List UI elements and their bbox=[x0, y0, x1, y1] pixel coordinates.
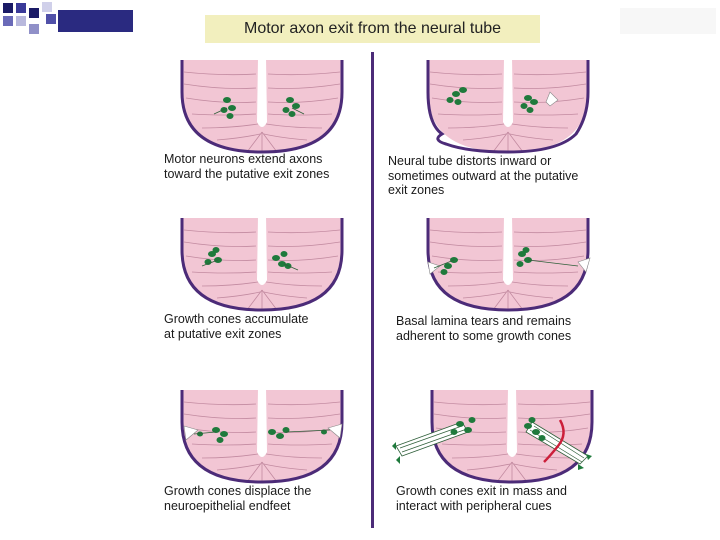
caption-line: Neural tube distorts inward or bbox=[388, 154, 552, 168]
neural-tube bbox=[180, 58, 344, 154]
title-banner: Motor axon exit from the neural tube bbox=[205, 15, 540, 43]
axons bbox=[201, 259, 299, 271]
neural-tube bbox=[430, 388, 594, 484]
caption-line: interact with peripheral cues bbox=[396, 498, 552, 513]
neural-tube-diagram-6 bbox=[392, 388, 594, 484]
caption-line: Growth cones accumulate bbox=[164, 312, 309, 326]
growth-cones bbox=[450, 417, 546, 441]
motor-neurons bbox=[220, 97, 300, 119]
caption-line: Motor neurons extend axons bbox=[164, 152, 323, 166]
neural-tube-diagram-2 bbox=[426, 58, 590, 154]
neural-tube bbox=[180, 216, 344, 312]
neural-tube-diagram-5 bbox=[180, 388, 344, 484]
caption-line: sometimes outward at the putative bbox=[388, 168, 579, 183]
caption-3: Growth cones accumulate at putative exit… bbox=[164, 312, 309, 341]
neural-tube bbox=[426, 216, 591, 312]
corner-box bbox=[620, 8, 716, 34]
column-divider bbox=[371, 52, 374, 528]
axons bbox=[193, 429, 331, 435]
caption-5: Growth cones displace the neuroepithelia… bbox=[164, 484, 311, 513]
caption-2: Neural tube distorts inward or sometimes… bbox=[388, 154, 578, 198]
caption-line: Growth cones displace the bbox=[164, 484, 312, 498]
neural-tube-diagram-3 bbox=[180, 216, 344, 312]
axons bbox=[433, 259, 579, 269]
peripheral-cue bbox=[543, 419, 565, 463]
neural-tube bbox=[180, 388, 344, 484]
caption-line: Basal lamina tears and remains bbox=[396, 314, 572, 328]
caption-line: adherent to some growth cones bbox=[396, 328, 572, 343]
axons bbox=[213, 107, 305, 115]
caption-4: Basal lamina tears and remains adherent … bbox=[396, 314, 571, 343]
neural-tube-diagram-4 bbox=[426, 216, 591, 312]
caption-1: Motor neurons extend axons toward the pu… bbox=[164, 152, 329, 181]
corner-decoration bbox=[3, 2, 133, 34]
motor-neurons bbox=[446, 87, 538, 113]
caption-line: neuroepithelial endfeet bbox=[164, 498, 291, 513]
exiting-axons bbox=[392, 421, 592, 470]
caption-line: Growth cones exit in mass and bbox=[396, 484, 567, 498]
caption-line: toward the putative exit zones bbox=[164, 166, 330, 181]
caption-line: at putative exit zones bbox=[164, 326, 282, 341]
neural-tube-diagram-1 bbox=[180, 58, 344, 154]
growth-cones bbox=[197, 427, 327, 443]
caption-6: Growth cones exit in mass and interact w… bbox=[396, 484, 567, 513]
growth-cones bbox=[204, 247, 292, 269]
page-title: Motor axon exit from the neural tube bbox=[243, 20, 502, 37]
caption-line: exit zones bbox=[388, 183, 445, 197]
neural-tube bbox=[426, 58, 590, 154]
